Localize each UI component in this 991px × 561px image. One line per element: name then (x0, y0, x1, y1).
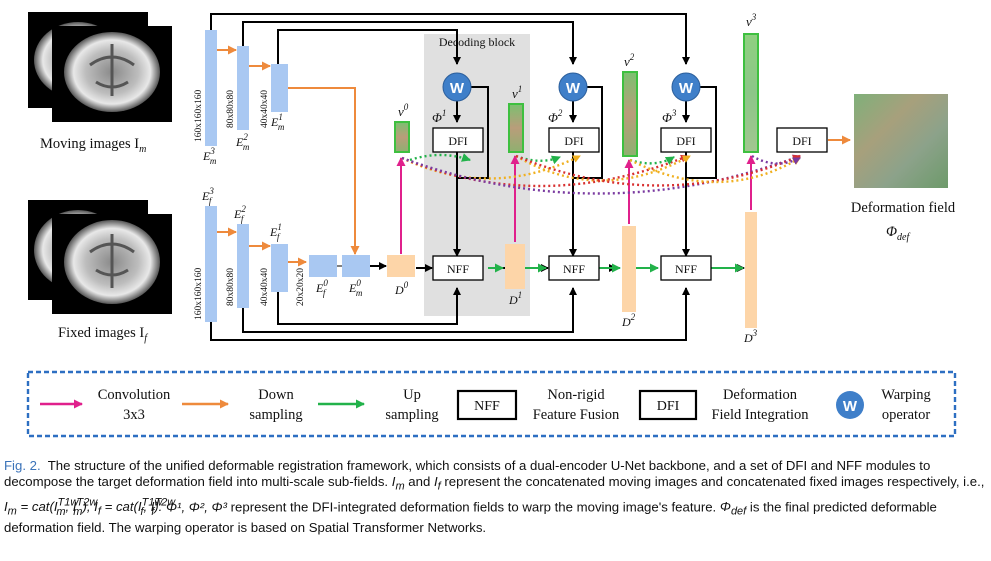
legend-dfi-line1: Deformation (723, 387, 798, 403)
svg-text:DFI: DFI (792, 134, 811, 148)
legend-up-line2: sampling (385, 407, 438, 423)
velocity-fields (394, 33, 759, 157)
legend-w-line1: Warping (881, 387, 931, 403)
svg-text:80x80x80: 80x80x80 (226, 90, 236, 128)
down-sampling-arrows (217, 45, 360, 267)
svg-text:20x20x20: 20x20x20 (296, 268, 306, 306)
velocity-field-label: v0 (398, 102, 409, 119)
decoding-block-label: Decoding block (439, 35, 515, 49)
svg-text:NFF: NFF (447, 262, 469, 276)
svg-text:40x40x40: 40x40x40 (260, 268, 270, 306)
legend-conv-line1: Convolution (98, 387, 171, 403)
svg-text:NFF: NFF (563, 262, 585, 276)
figure-caption: Fig. 2. The structure of the unified def… (4, 458, 985, 536)
velocity-field-label: v1 (512, 84, 522, 101)
legend-dfi-box: DFI (657, 399, 680, 414)
legend-up-line1: Up (403, 387, 421, 403)
fixed-images-label: Fixed images If (58, 325, 148, 344)
svg-text:DFI: DFI (448, 134, 467, 148)
phi-def-label: Φdef (886, 224, 910, 243)
legend-nff-line2: Feature Fusion (533, 407, 620, 423)
deformation-field-image (854, 94, 948, 188)
svg-text:160x160x160: 160x160x160 (194, 90, 204, 143)
deformation-field-label: Deformation field (851, 200, 956, 216)
legend-nff-box: NFF (474, 399, 500, 414)
legend-conv-line2: 3x3 (123, 407, 145, 423)
caption-s1: The structure of the unified deformable … (4, 458, 931, 490)
svg-text:DFI: DFI (676, 134, 695, 148)
fixed-encoder (205, 206, 370, 322)
phi-label: Φ1 (432, 108, 446, 125)
velocity-field-label: v3 (746, 12, 757, 29)
caption-s3: represent the DFI-integrated deformation… (230, 499, 717, 515)
decoder-label: D0 (394, 280, 409, 297)
decoder-label: D3 (743, 328, 758, 345)
svg-text:NFF: NFF (675, 262, 697, 276)
svg-text:40x40x40: 40x40x40 (260, 90, 270, 128)
decoder-label: D2 (621, 312, 636, 329)
legend-down-line1: Down (258, 387, 294, 403)
velocity-field-label: v2 (624, 52, 635, 69)
nff-boxes: NFF NFF NFF (432, 255, 712, 281)
fixed-images (28, 200, 172, 314)
legend-w-line2: operator (882, 407, 930, 423)
legend-w-circle: W (843, 398, 858, 415)
decoder-label: D1 (508, 290, 522, 307)
legend-down-line2: sampling (249, 407, 302, 423)
svg-text:160x160x160: 160x160x160 (194, 268, 204, 321)
velocity-field-labels: v0 v1 v2 v3 (398, 12, 757, 119)
architecture-figure: Decoding block Moving images Im Fixed im… (26, 12, 957, 438)
size-labels: 160x160x160 80x80x80 40x40x40 160x160x16… (194, 90, 306, 321)
moving-images (28, 12, 172, 122)
svg-text:W: W (566, 80, 581, 97)
svg-text:W: W (679, 80, 694, 97)
warping-operators: W W W (442, 72, 701, 102)
legend-dfi-line2: Field Integration (711, 407, 809, 423)
phi-labels: Φ1 Φ2 Φ3 (432, 108, 677, 125)
phi-label: Φ3 (662, 108, 677, 125)
svg-text:80x80x80: 80x80x80 (226, 268, 236, 306)
dfi-boxes: DFI DFI DFI DFI (432, 127, 828, 153)
moving-images-label: Moving images Im (40, 136, 146, 155)
phi-label: Φ2 (548, 108, 563, 125)
caption-s2: represent the concatenated moving images… (444, 474, 985, 490)
caption-s4: is the final predicted deformable deform… (4, 499, 937, 536)
caption-label: Fig. 2. (4, 458, 41, 473)
svg-text:DFI: DFI (564, 134, 583, 148)
dotted-integration-arcs (401, 153, 801, 195)
legend-nff-line1: Non-rigid (547, 387, 605, 403)
decoder-blocks (387, 212, 757, 328)
legend: Convolution 3x3 Down sampling Up samplin… (26, 370, 957, 438)
svg-text:W: W (450, 80, 465, 97)
moving-encoder (205, 30, 288, 146)
